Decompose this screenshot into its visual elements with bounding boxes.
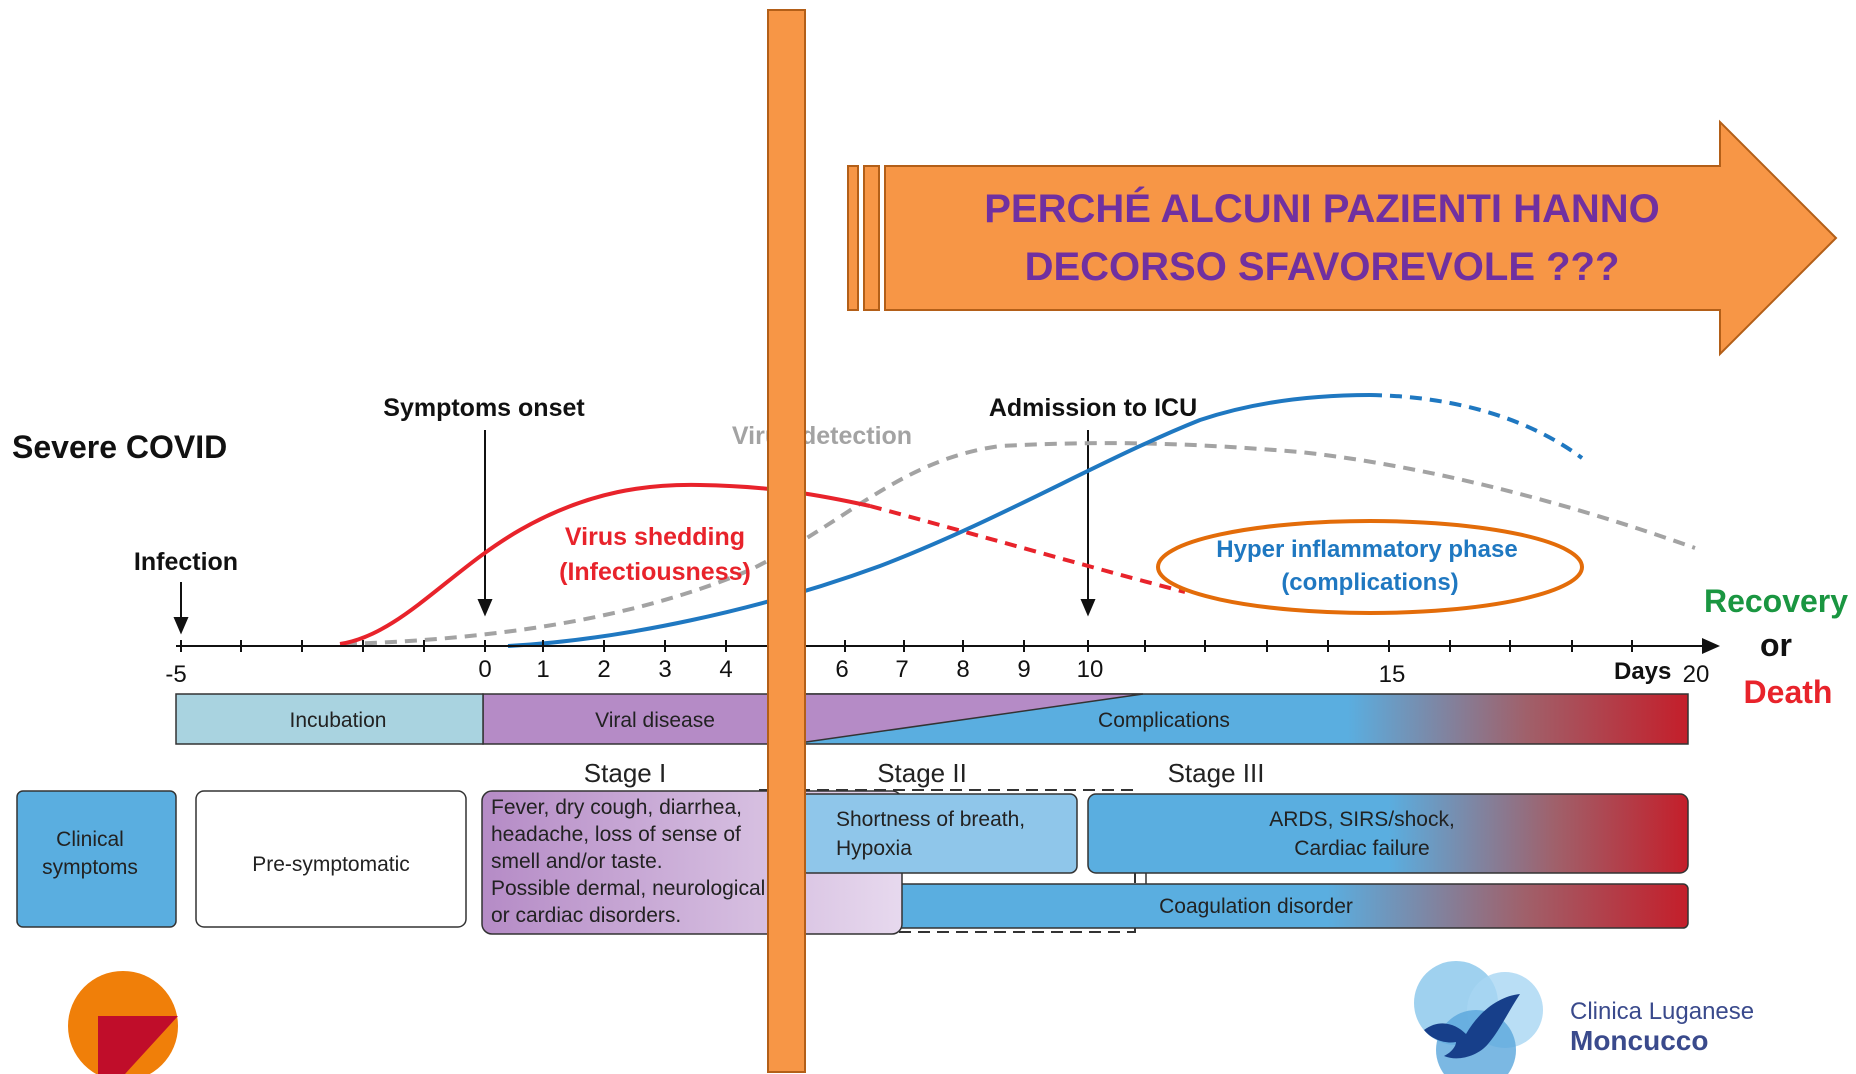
stage-3-box bbox=[1087, 793, 1689, 874]
presymptomatic-box bbox=[195, 790, 467, 928]
moncucco-name-line-1: Clinica Luganese bbox=[1570, 998, 1754, 1025]
stage-1-text-line: smell and/or taste. bbox=[491, 850, 663, 873]
banner-stripe-1 bbox=[847, 165, 859, 311]
tick-label: 8 bbox=[956, 656, 969, 683]
banner-stripe-2 bbox=[863, 165, 880, 311]
stage-1-text-line: Fever, dry cough, diarrhea, bbox=[491, 796, 742, 819]
virus-shedding-curve-dashed bbox=[869, 504, 1186, 594]
virus-shedding-label-1: Virus shedding bbox=[565, 523, 745, 551]
outcome-death: Death bbox=[1744, 674, 1833, 710]
hyper-inflammatory-label-1: Hyper inflammatory phase bbox=[1216, 536, 1517, 563]
admission-icu-label: Admission to ICU bbox=[989, 394, 1197, 422]
stage-1-text-line: or cardiac disorders. bbox=[491, 904, 681, 927]
tick-label: 1 bbox=[536, 656, 549, 683]
moncucco-name-line-2: Moncucco bbox=[1570, 1025, 1708, 1056]
outcome-or: or bbox=[1760, 627, 1792, 663]
symptom-boxes: Clinical symptoms Pre-symptomatic Coagul… bbox=[16, 789, 1689, 935]
symptoms-onset-arrowhead bbox=[477, 599, 493, 617]
phase-bar: Incubation Viral disease Complications bbox=[175, 693, 1689, 745]
stage-2-text-1: Shortness of breath, bbox=[836, 808, 1025, 831]
tick-label: 10 bbox=[1077, 656, 1104, 683]
diagram-title: Severe COVID bbox=[12, 429, 227, 465]
stage-1-text-line: headache, loss of sense of bbox=[491, 823, 741, 846]
virus-shedding-label-2: (Infectiousness) bbox=[559, 558, 751, 586]
axis-arrowhead bbox=[1702, 638, 1720, 654]
infection-label: Infection bbox=[134, 548, 238, 576]
banner-arrow-body bbox=[884, 119, 1838, 357]
orange-divider-bar bbox=[767, 9, 806, 1073]
stage-1-label: Stage I bbox=[584, 758, 666, 788]
tick-label: 15 bbox=[1379, 661, 1406, 688]
banner-line-2: DECORSO SFAVOREVOLE ??? bbox=[1025, 245, 1620, 289]
icu-arrowhead bbox=[1080, 599, 1096, 617]
clinical-symptoms-box bbox=[16, 790, 177, 928]
tick-label: 6 bbox=[835, 656, 848, 683]
time-axis: -5 0 1 2 3 4 6 7 8 9 10 15 20 Days bbox=[165, 638, 1720, 688]
clinical-symptoms-label-1: Clinical bbox=[56, 828, 124, 851]
phase-complications-label: Complications bbox=[1098, 709, 1230, 732]
moncucco-logo: Clinica Luganese Moncucco bbox=[1414, 961, 1754, 1074]
hyper-inflammatory-ellipse bbox=[1156, 519, 1584, 615]
event-arrows bbox=[173, 430, 1096, 635]
stage-2-box bbox=[799, 793, 1078, 874]
phase-viral-disease-label: Viral disease bbox=[595, 709, 715, 732]
tick-label: 20 bbox=[1683, 661, 1710, 688]
stage-3-text-2: Cardiac failure bbox=[1294, 837, 1429, 860]
hyper-inflammatory-label-2: (complications) bbox=[1281, 569, 1458, 596]
coagulation-label: Coagulation disorder bbox=[1159, 895, 1353, 918]
presymptomatic-label: Pre-symptomatic bbox=[252, 853, 410, 876]
tick-label: 2 bbox=[597, 656, 610, 683]
tick-label: 9 bbox=[1017, 656, 1030, 683]
banner-arrow: PERCHÉ ALCUNI PAZIENTI HANNO DECORSO SFA… bbox=[847, 119, 1838, 357]
banner-line-1: PERCHÉ ALCUNI PAZIENTI HANNO bbox=[984, 186, 1660, 231]
stage-3-label: Stage III bbox=[1168, 758, 1265, 788]
infection-arrowhead bbox=[173, 617, 189, 635]
symptoms-onset-label: Symptoms onset bbox=[383, 394, 585, 422]
stage-3-text-1: ARDS, SIRS/shock, bbox=[1269, 808, 1455, 831]
clinical-symptoms-label-2: symptoms bbox=[42, 856, 138, 879]
tick-label: 4 bbox=[719, 656, 732, 683]
hyper-inflammatory-curve bbox=[507, 393, 1371, 648]
stage-2-text-2: Hypoxia bbox=[836, 837, 912, 860]
tick-label: -5 bbox=[165, 661, 186, 688]
virus-detection-label: Virus detection bbox=[732, 422, 912, 450]
outcome-recovery: Recovery bbox=[1704, 583, 1848, 619]
stage-2-label: Stage II bbox=[877, 758, 967, 788]
tick-label: 3 bbox=[658, 656, 671, 683]
dove-icon bbox=[1424, 994, 1520, 1059]
phase-incubation-label: Incubation bbox=[290, 709, 387, 732]
stage-1-text-line: Possible dermal, neurological bbox=[491, 877, 765, 900]
axis-unit-label: Days bbox=[1614, 658, 1671, 685]
red-orange-logo bbox=[68, 971, 178, 1074]
red-orange-logo-mark bbox=[98, 1016, 178, 1074]
tick-label: 7 bbox=[895, 656, 908, 683]
hyper-inflammatory-curve-dashed bbox=[1369, 393, 1584, 460]
tick-label: 0 bbox=[478, 656, 491, 683]
phase-incubation-bar bbox=[175, 693, 484, 745]
